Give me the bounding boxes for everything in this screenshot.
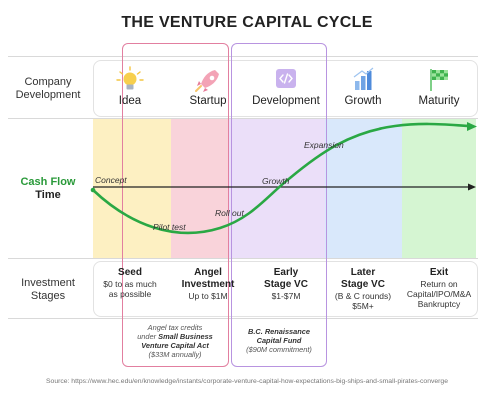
angel-note-line4: ($33M annually) xyxy=(148,350,202,359)
separator-low xyxy=(8,258,478,259)
curve-label-concept: Concept xyxy=(95,175,127,185)
angel-tax-credit-note: Angel tax credits under Small Business V… xyxy=(124,323,226,359)
cash-flow-label: Cash Flow xyxy=(20,176,76,188)
investment-exit-line1: Return on xyxy=(420,279,458,289)
investment-later-line2: (B & C rounds) xyxy=(334,291,392,301)
bc-note-bold1: B.C. Renaissance xyxy=(247,327,311,336)
flag-icon xyxy=(402,66,476,92)
cash-flow-arrowhead xyxy=(467,122,477,131)
angel-note-line1: Angel tax credits xyxy=(147,323,203,332)
curve-label-roll-out: Roll out xyxy=(215,208,244,218)
curve-label-growth: Growth xyxy=(262,176,290,186)
investment-later-title: Later xyxy=(350,267,376,278)
rocket-icon xyxy=(171,66,245,92)
investment-early-title: Early xyxy=(273,267,299,278)
startup-column-band xyxy=(171,118,229,258)
investment-angel-title: Angel xyxy=(194,267,222,278)
investment-stages-label: Investment Stages xyxy=(21,277,75,302)
startup-highlight-frame xyxy=(122,43,229,367)
investment-early-line2: $1-$7M xyxy=(271,291,301,301)
development-highlight-frame xyxy=(231,43,327,367)
page-title: THE VENTURE CAPITAL CYCLE xyxy=(121,14,373,31)
investment-exit: Exit Return on Capital/IPO/M&A Bankruptc… xyxy=(401,267,477,309)
curve-label-pilot-test: Pilot test xyxy=(153,222,186,232)
investment-seed: Seed $0 to as much as possible xyxy=(92,267,168,299)
cash-flow-curve xyxy=(91,122,472,235)
code-icon xyxy=(249,66,323,92)
bar-chart-icon xyxy=(326,66,400,92)
investment-angel: Angel Investment Up to $1M xyxy=(170,267,246,301)
company-development-label: Company Development xyxy=(15,76,81,101)
maturity-column-band xyxy=(402,118,476,258)
bc-note-bold2: Capital Fund xyxy=(256,336,302,345)
separator-top xyxy=(8,56,478,57)
curve-label-expansion: Expansion xyxy=(304,140,344,150)
stage-label-growth: Growth xyxy=(344,95,382,107)
investment-later-line1: Stage VC xyxy=(341,279,385,290)
investment-seed-title: Seed xyxy=(118,267,142,278)
investment-seed-line1: $0 to as much xyxy=(103,279,157,289)
angel-note-bold1: Small Business xyxy=(158,332,213,341)
idea-column-band xyxy=(93,118,171,258)
investment-later-line3: $5M+ xyxy=(352,301,374,311)
investment-exit-line3: Bankruptcy xyxy=(417,299,461,309)
lightbulb-icon xyxy=(93,66,167,92)
bc-note-line3: ($90M commitment) xyxy=(246,345,312,354)
bc-renaissance-note: B.C. Renaissance Capital Fund ($90M comm… xyxy=(233,327,325,354)
investment-early-vc: Early Stage VC $1-$7M xyxy=(248,267,324,301)
angel-note-bold2: Venture Capital Act xyxy=(141,341,209,350)
growth-column-band xyxy=(325,118,402,258)
investment-angel-line1: Investment xyxy=(181,279,235,290)
angel-note-line2: under xyxy=(137,332,159,341)
stage-label-maturity: Maturity xyxy=(418,95,460,107)
time-label: Time xyxy=(35,189,61,201)
separator-mid xyxy=(8,118,478,119)
curve-start-dot xyxy=(90,187,96,193)
investment-exit-line2: Capital/IPO/M&A xyxy=(406,289,472,299)
source-citation: Source: https://www.hec.edu/en/knowledge… xyxy=(46,378,448,385)
investment-row-box xyxy=(93,261,478,317)
separator-bottom xyxy=(8,318,478,319)
investment-exit-title: Exit xyxy=(429,267,449,278)
stage-label-idea: Idea xyxy=(118,95,142,107)
investment-early-line1: Stage VC xyxy=(264,279,308,290)
investment-angel-line2: Up to $1M xyxy=(188,291,228,301)
time-axis-arrowhead xyxy=(468,183,476,191)
stage-label-startup: Startup xyxy=(189,95,227,107)
stage-row-box xyxy=(93,60,478,117)
investment-seed-line2: as possible xyxy=(108,289,152,299)
stage-label-development: Development xyxy=(252,95,320,107)
investment-later-vc: Later Stage VC (B & C rounds) $5M+ xyxy=(325,267,401,311)
